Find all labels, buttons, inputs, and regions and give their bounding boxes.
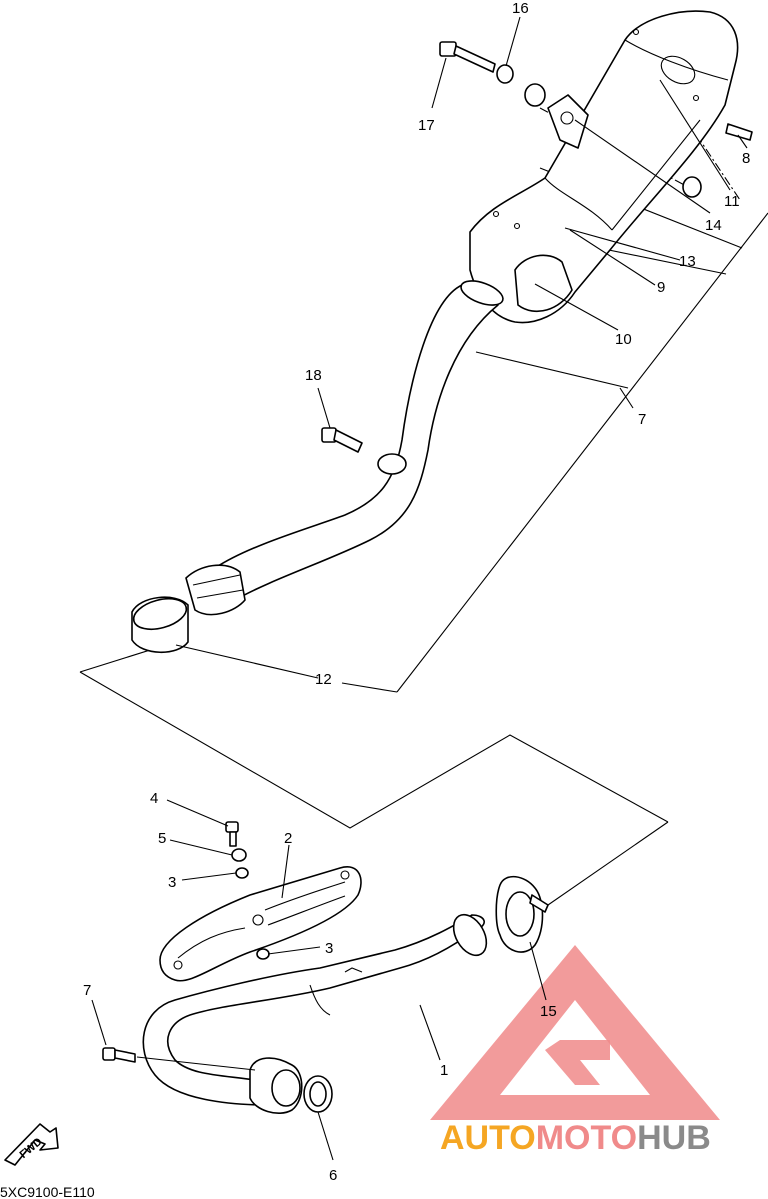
leader-lines [91, 16, 748, 1161]
nut-5-icon [231, 848, 247, 862]
callout-3-upper: 3 [168, 874, 176, 891]
callout-3-lower: 3 [325, 940, 333, 957]
callout-16: 15 [540, 1003, 557, 1020]
exhaust-clamp [495, 875, 549, 953]
callout-8: 7 [638, 411, 646, 428]
callout-13: 12 [315, 671, 332, 688]
callout-9: 8 [742, 150, 750, 167]
callout-17: 16 [512, 0, 529, 17]
pipe-end-sleeve [185, 564, 246, 616]
screw-9-icon [725, 123, 753, 141]
washer-17-icon [496, 64, 514, 84]
watermark-text-moto: MOTO [536, 1119, 637, 1157]
collar-icon [524, 83, 546, 107]
header-assembly [102, 821, 549, 1114]
callout-labels: 16 17 8 11 14 13 9 10 7 18 12 4 2 5 3 3 … [83, 0, 750, 1184]
header-gasket [303, 1075, 333, 1113]
callout-14: 13 [679, 253, 696, 270]
callout-10: 9 [657, 279, 665, 296]
callout-12: 11 [724, 193, 740, 210]
svg-text:AUTOMOTOHUB: AUTOMOTOHUB [440, 1119, 711, 1157]
drawing-code: 5XC9100-E110 [0, 1184, 95, 1199]
muffler-inlet-cap [514, 254, 573, 313]
callout-6: 6 [329, 1167, 337, 1184]
callout-18: 17 [418, 117, 435, 134]
callout-4: 4 [150, 790, 158, 807]
damper-15-icon [682, 176, 702, 198]
callout-1: 1 [440, 1062, 448, 1079]
callout-7: 7 [83, 982, 91, 999]
callout-11: 10 [615, 331, 632, 348]
callout-5: 5 [158, 830, 166, 847]
bolt-18-icon [439, 41, 496, 73]
bolt-7-icon [102, 1047, 136, 1063]
watermark-text-hub: HUB [637, 1119, 711, 1157]
pipe-gasket-ring [131, 596, 189, 653]
fwd-indicator: FWD [4, 1123, 59, 1166]
muffler-hardware [321, 41, 753, 453]
callout-2: 2 [284, 830, 292, 847]
muffler-mount-bracket [547, 94, 589, 149]
exhaust-header-pipe [142, 914, 485, 1106]
fwd-arrow-icon [4, 1123, 59, 1166]
muffler-body [469, 10, 739, 324]
washer-3a-icon [235, 867, 249, 879]
watermark-logo: AUTOMOTOHUB [430, 945, 720, 1157]
bolt-4-icon [225, 821, 239, 847]
callout-19: 18 [305, 367, 322, 384]
watermark-text-auto: AUTO [440, 1119, 536, 1157]
watermark-inner-mark-icon [545, 1040, 610, 1085]
muffler-assembly [131, 10, 739, 653]
bolt-19-icon [321, 427, 363, 453]
callout-15: 14 [705, 217, 722, 234]
washer-3b-icon [256, 948, 270, 960]
watermark-triangle-icon [430, 945, 720, 1120]
